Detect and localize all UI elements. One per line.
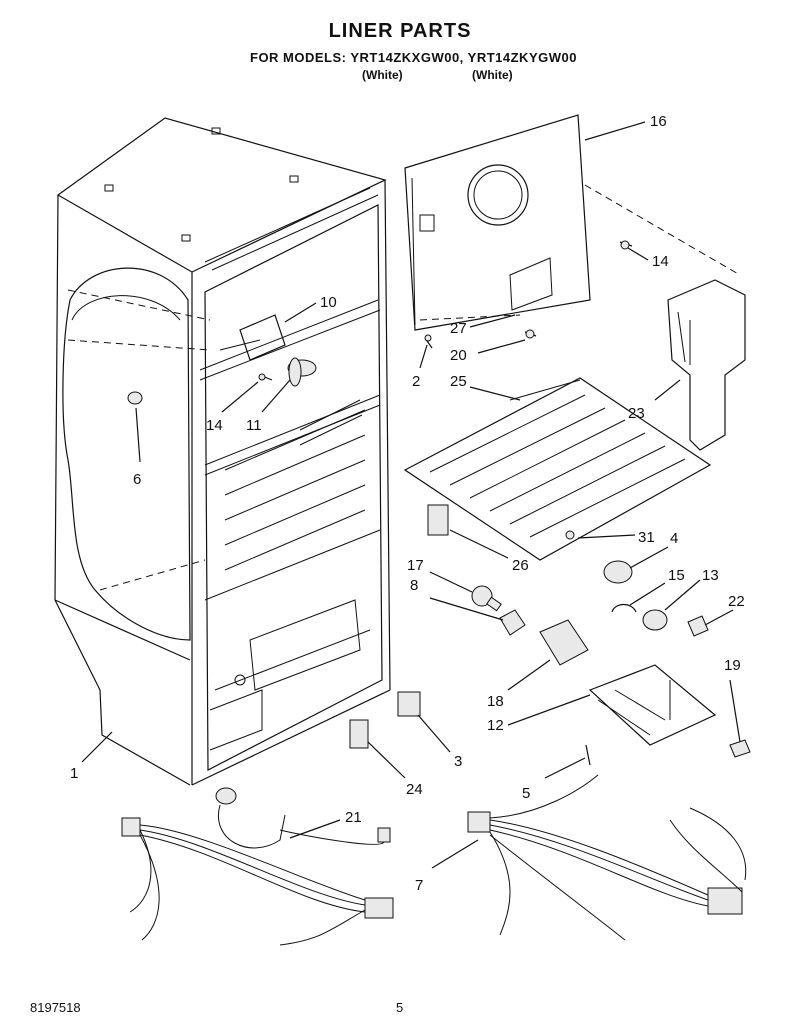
thermostat: [642, 609, 668, 631]
callout-20: 20: [450, 347, 467, 364]
page-number: 5: [396, 1000, 404, 1015]
screw-31: [565, 530, 575, 540]
liner-cabinet: [54, 117, 391, 786]
callout-26: 26: [512, 557, 529, 574]
control-housing: [588, 664, 717, 746]
doc-number: 8197518: [30, 1000, 81, 1015]
lamp-shield: [539, 619, 589, 666]
callout-18: 18: [487, 693, 504, 710]
callout-2: 2: [412, 373, 420, 390]
callout-21: 21: [345, 809, 362, 826]
callout-6: 6: [133, 471, 141, 488]
clip: [611, 603, 637, 613]
callout-19: 19: [724, 657, 741, 674]
callout-13: 13: [702, 567, 719, 584]
callout-14-lower: 14: [206, 417, 223, 434]
callout-15: 15: [668, 567, 685, 584]
callout-5: 5: [522, 785, 530, 802]
wiring-harness-21: [121, 787, 394, 946]
air-duct: [667, 279, 746, 451]
callout-16: 16: [650, 113, 667, 130]
callout-14-upper: 14: [652, 253, 669, 270]
callout-3: 3: [454, 753, 462, 770]
switch: [427, 504, 449, 536]
connector-22: [687, 615, 709, 637]
page-title: LINER PARTS: [328, 20, 472, 42]
models-line: FOR MODELS: YRT14ZKXGW00, YRT14ZKYGW00: [250, 50, 577, 65]
callout-25: 25: [450, 373, 467, 390]
leader-lines: [81, 121, 741, 869]
lamp-socket: [499, 609, 526, 636]
grommet: [127, 391, 143, 405]
callout-24: 24: [406, 781, 423, 798]
callout-27: 27: [450, 320, 467, 337]
bracket-3: [397, 691, 421, 717]
screw-5: [585, 744, 591, 766]
control-knob: [603, 560, 633, 584]
model-color-2: (White): [472, 68, 513, 82]
callout-10: 10: [320, 294, 337, 311]
fan-motor-assembly: [219, 314, 317, 387]
callout-labels: 16 14 10 27 20 2 25 23 14 11 6 31 4 26 1…: [70, 113, 745, 894]
model-color-1: (White): [362, 68, 403, 82]
callout-23: 23: [628, 405, 645, 422]
connector-19: [729, 739, 751, 758]
light-bulb: [471, 585, 493, 607]
callout-12: 12: [487, 717, 504, 734]
freezer-tray: [403, 377, 712, 561]
wiring-harness-7: [467, 774, 747, 941]
callout-11: 11: [246, 417, 262, 434]
callout-17: 17: [407, 557, 424, 574]
callout-4: 4: [670, 530, 678, 547]
callout-1: 1: [70, 765, 78, 782]
callout-7: 7: [415, 877, 423, 894]
callout-22: 22: [728, 593, 745, 610]
bracket-24: [349, 719, 369, 749]
callout-31: 31: [638, 529, 655, 546]
callout-8: 8: [410, 577, 418, 594]
evaporator-cover-panel: [404, 114, 741, 331]
